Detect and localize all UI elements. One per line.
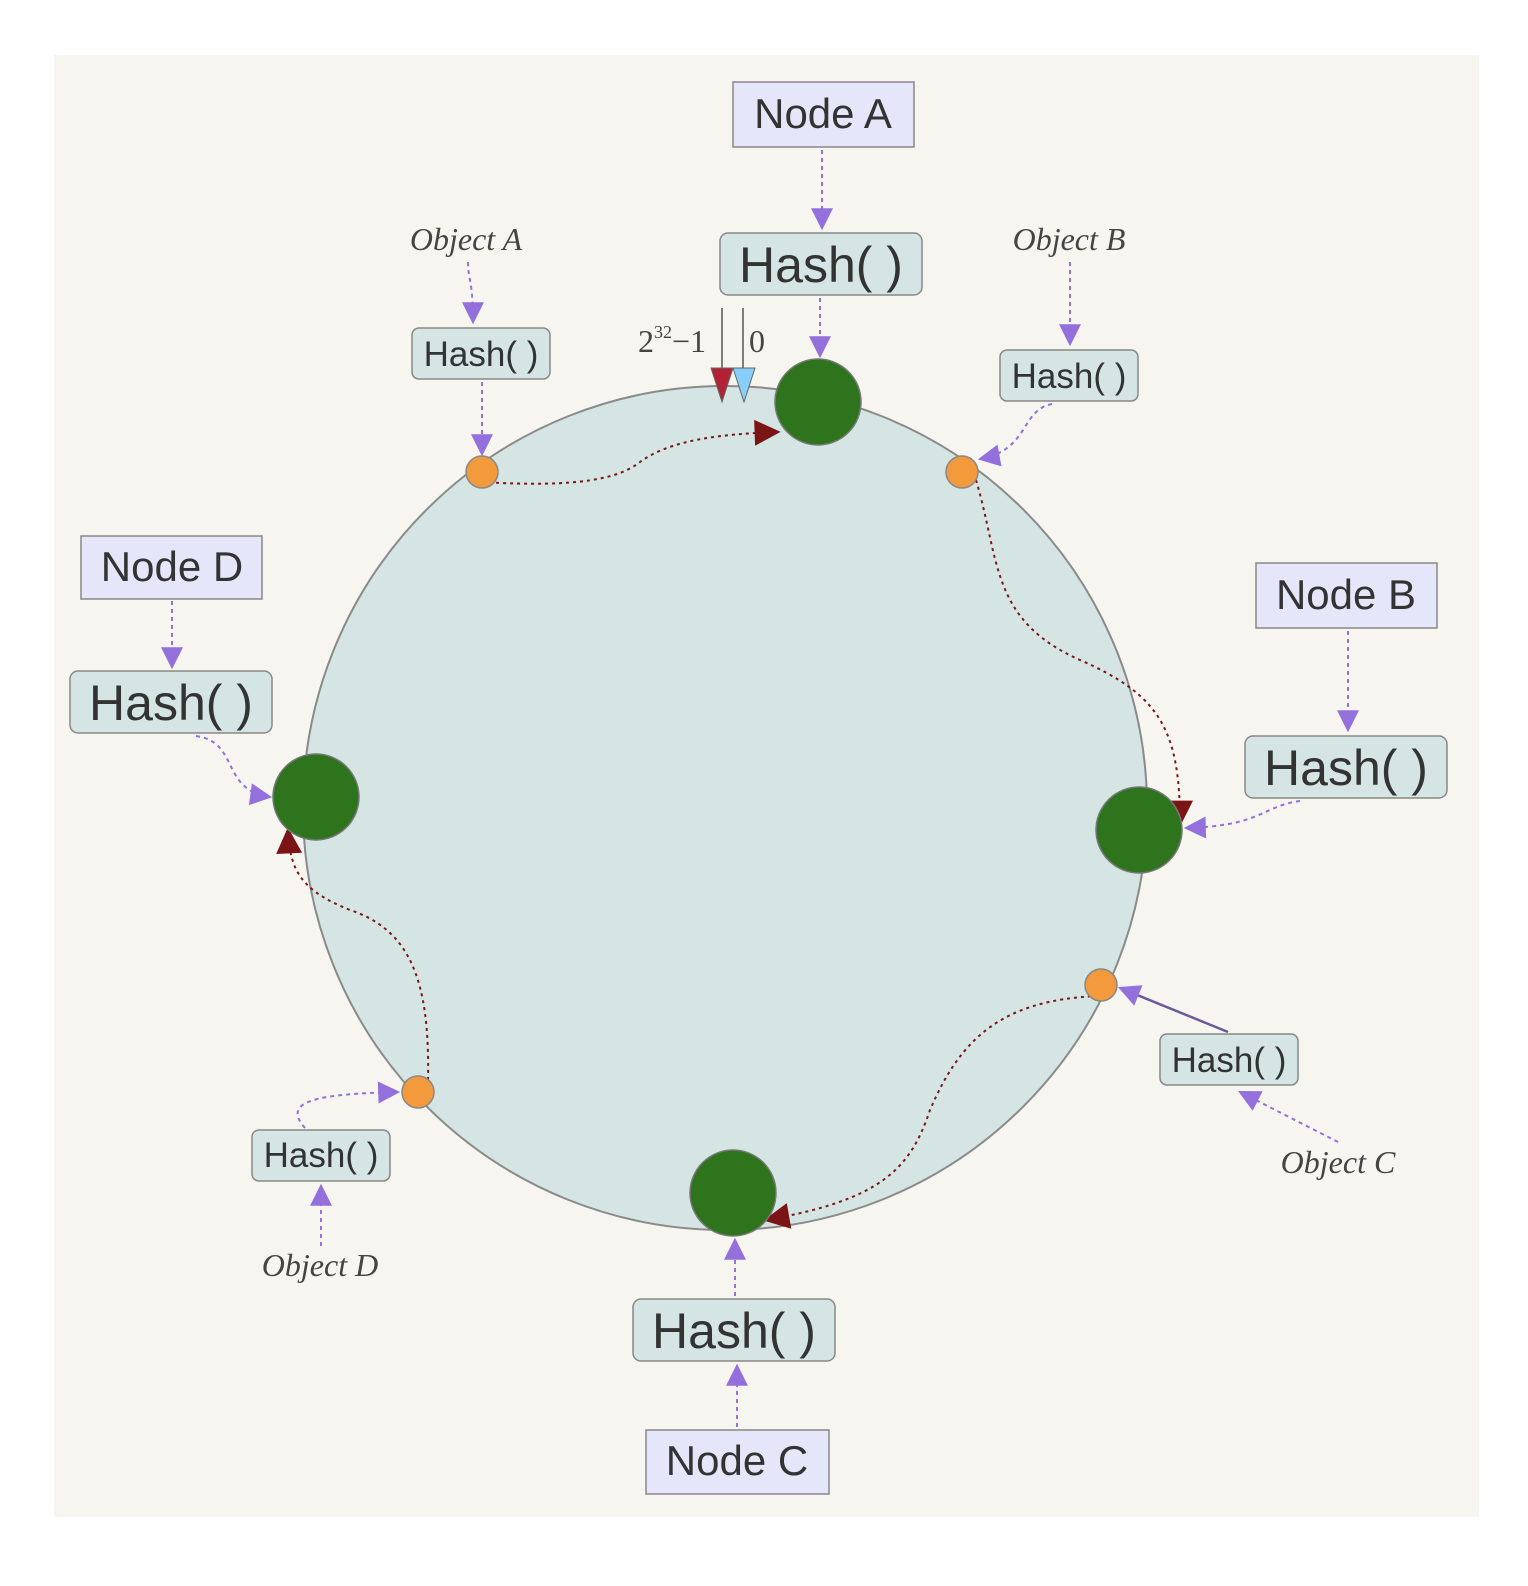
node-c-hash-label: Hash( ): [652, 1303, 816, 1359]
node-b-hash-box[interactable]: [1244, 735, 1448, 799]
object-b-label: Object B: [1013, 221, 1126, 257]
node-b-dot[interactable]: [1095, 786, 1183, 874]
node-c-hash-box[interactable]: [632, 1298, 836, 1362]
object-b-hash-box[interactable]: [999, 349, 1139, 402]
node-b-label: Node B: [1276, 571, 1416, 618]
node-d-group: Node D Hash( ): [69, 535, 273, 806]
object-b-hash-label: Hash( ): [1012, 357, 1127, 396]
max-value-exponent: 32: [654, 322, 672, 342]
node-b-group: Node B Hash( ): [1183, 562, 1448, 839]
object-c-group: Object C Hash( ): [1117, 985, 1396, 1180]
object-a-hash-box[interactable]: [411, 327, 551, 380]
node-a-dot[interactable]: [774, 358, 862, 446]
ring-origin-marker: 232−1 0: [638, 308, 765, 404]
object-d-hash-label: Hash( ): [264, 1136, 379, 1175]
max-value-pointer: [710, 367, 734, 404]
node-d-hash-label: Hash( ): [89, 675, 253, 731]
object-c-dot[interactable]: [1084, 968, 1118, 1002]
svg-text:232−1: 232−1: [638, 322, 706, 359]
node-c-dot[interactable]: [689, 1149, 777, 1237]
object-c-label: Object C: [1281, 1144, 1396, 1180]
node-a-hash-label: Hash( ): [739, 237, 903, 293]
object-d-dot[interactable]: [401, 1075, 435, 1109]
object-d-hash-box[interactable]: [251, 1129, 391, 1182]
zero-label: 0: [749, 323, 765, 359]
route-object-a-to-node-a: [481, 419, 781, 485]
max-value-base: 2: [638, 323, 654, 359]
node-a-group: Node A Hash( ): [719, 81, 923, 359]
object-a-group: Object A Hash( ): [410, 221, 551, 457]
route-object-b-to-node-b: [975, 479, 1193, 827]
object-a-label: Object A: [410, 221, 523, 257]
object-d-label: Object D: [262, 1247, 378, 1283]
node-c-label: Node C: [666, 1437, 808, 1484]
route-object-d-to-node-d: [276, 827, 430, 1081]
object-a-hash-label: Hash( ): [424, 335, 539, 374]
object-b-dot[interactable]: [945, 455, 979, 489]
node-d-dot[interactable]: [272, 753, 360, 841]
node-b-box[interactable]: [1255, 562, 1438, 629]
node-c-box[interactable]: [645, 1429, 830, 1495]
node-c-group: Node C Hash( ): [632, 1237, 836, 1495]
zero-pointer: [732, 367, 756, 404]
node-d-box[interactable]: [80, 535, 263, 600]
node-a-hash-box[interactable]: [719, 232, 923, 296]
node-b-hash-label: Hash( ): [1264, 740, 1428, 796]
object-a-dot[interactable]: [465, 455, 499, 489]
object-c-hash-label: Hash( ): [1172, 1041, 1287, 1080]
node-a-box[interactable]: [732, 81, 915, 148]
object-d-group: Object D Hash( ): [251, 1081, 401, 1283]
node-a-label: Node A: [754, 90, 892, 137]
object-b-group: Object B Hash( ): [977, 221, 1139, 467]
route-object-c-to-node-c: [763, 995, 1099, 1229]
object-c-hash-box[interactable]: [1159, 1033, 1299, 1086]
node-d-label: Node D: [101, 543, 243, 590]
node-d-hash-box[interactable]: [69, 670, 273, 734]
max-value-suffix: −1: [672, 323, 706, 359]
